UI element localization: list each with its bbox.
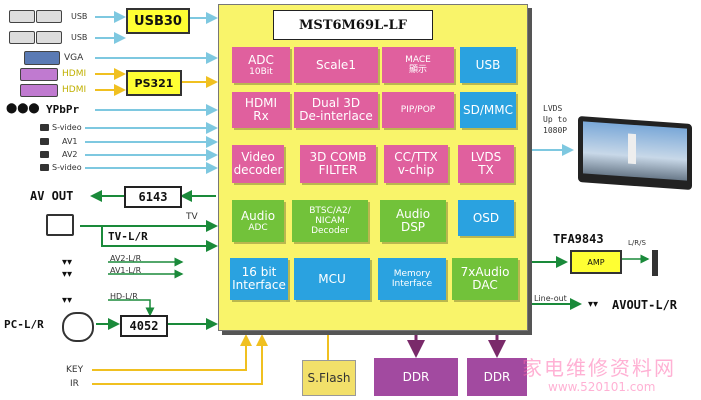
usb30-chip: USB30 [126,8,190,34]
ddr-chip-1: DDR [374,358,458,396]
av-jack-icon [40,138,49,145]
av-out-label: AV OUT [30,189,74,203]
tv-label: TV [186,212,198,222]
wire-key [92,334,252,371]
ddr-chip-2: DDR [467,358,527,396]
ic-4052: 4052 [120,315,168,337]
usb-port-icon [36,31,62,44]
av1-label: AV1 [62,137,78,146]
usb-port-icon [9,31,35,44]
usb-port-icon [36,10,62,23]
watermark-url: www.520101.com [548,380,656,394]
tv-lr-label: TV-L/R [108,230,148,243]
audio-jack-icon: ▾▾ [588,299,599,310]
lvds-resolution-label: 1080P [543,126,568,135]
block-pip-pop: PIP/POP [382,92,454,128]
av1-lr-label: AV1-L/R [110,266,142,275]
block-sd-mmc: SD/MMC [460,92,516,128]
tv-panel-icon [578,116,692,190]
svideo-label: S-video [52,163,82,172]
ypbpr-label: YPbPr [46,103,80,116]
speaker-icon [652,250,658,276]
hdmi-label: HDMI [62,69,87,79]
svideo-jack-icon [40,164,49,171]
block-mcu: MCU [294,258,370,300]
key-label: KEY [66,365,84,375]
hd-lr-label: HD-L/R [110,292,138,301]
hdmi-port-icon [20,68,58,81]
avout-lr-label: AVOUT-L/R [612,298,678,312]
ypbpr-jack-icon: ⬤⬤⬤ [6,103,40,114]
watermark-text: 家电维修资料网 [522,356,676,380]
usb-label: USB [71,33,88,42]
tfa9843-label: TFA9843 [553,232,604,246]
av2-label: AV2 [62,150,78,159]
audio-jack-icon: ▾▾ [62,295,73,306]
pc-lr-label: PC-L/R [4,318,44,331]
audio-jack-icon: ▾▾ [62,257,73,268]
hdmi-label: HDMI [62,85,87,95]
ps321-chip: PS321 [126,70,182,96]
block-usb: USB [460,47,516,83]
wire-hdlr [108,299,155,317]
svideo-jack-icon [40,124,49,131]
svideo-label: S-video [52,123,82,132]
wire-tvlr [101,226,218,252]
hdmi-port-icon [20,84,58,97]
wire-ir [92,334,268,385]
pc-audio-jack-icon [62,312,94,342]
tv-tuner-icon [46,214,74,236]
ic-6143: 6143 [124,186,182,208]
lvds-label: LVDS [543,104,563,113]
usb-port-icon [9,10,35,23]
chip-title: MST6M69L-LF [273,10,433,40]
vga-port-icon [24,51,60,65]
lvds-upto-label: Up to [543,115,568,124]
ir-label: IR [70,379,79,389]
lrs-label: L/R/S [628,239,646,247]
sflash-chip: S.Flash [302,360,356,396]
amp-chip: AMP [570,250,622,274]
av-jack-icon [40,151,49,158]
block-scale: Scale1 [294,47,378,83]
vga-label: VGA [64,53,84,63]
audio-jack-icon: ▾▾ [62,269,73,280]
av2-lr-label: AV2-L/R [110,254,142,263]
usb-label: USB [71,12,88,21]
lineout-label: Line-out [534,294,567,303]
block-osd: OSD [458,200,514,236]
